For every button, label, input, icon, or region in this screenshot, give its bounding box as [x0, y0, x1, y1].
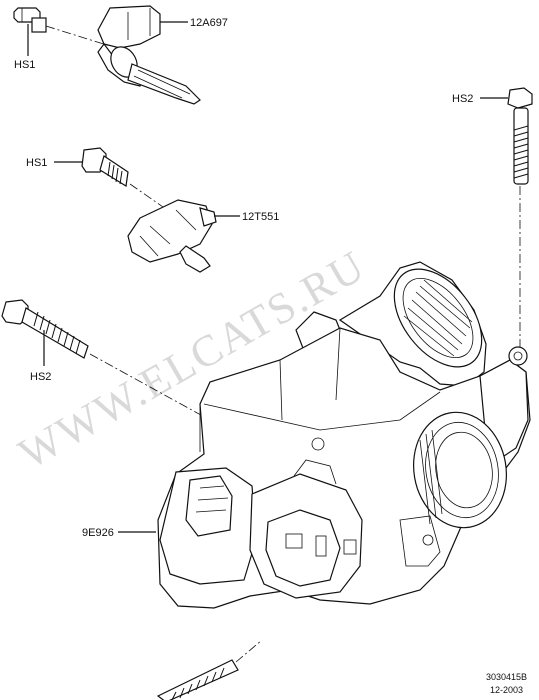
label-hs1-mid: HS1	[26, 157, 47, 169]
hs1-screw-mid[interactable]	[81, 147, 129, 187]
hs2-bolt-bottom[interactable]	[156, 659, 239, 700]
hs1-top-axis	[45, 25, 111, 47]
label-hs2-left: HS2	[30, 371, 51, 383]
hs2-left-axis	[89, 353, 211, 421]
label-12t551: 12T551	[242, 211, 279, 223]
drawing-date: 12-2003	[490, 685, 523, 695]
label-12a697: 12A697	[190, 17, 228, 29]
drawing-number: 3030415B	[486, 672, 527, 682]
label-hs2-right: HS2	[452, 93, 473, 105]
label-hs1-top: HS1	[14, 59, 35, 71]
hs2-bolt-left[interactable]	[1, 299, 89, 359]
hs2-bottom-axis	[235, 639, 263, 663]
throttle-body-9e926[interactable]	[157, 253, 531, 609]
hs1-screw-top[interactable]	[13, 7, 47, 33]
hs2-bolt-right[interactable]	[507, 87, 533, 185]
sensor-12a697[interactable]	[97, 5, 201, 105]
label-9e926: 9E926	[82, 527, 114, 539]
sensor-12t551[interactable]	[127, 199, 217, 273]
